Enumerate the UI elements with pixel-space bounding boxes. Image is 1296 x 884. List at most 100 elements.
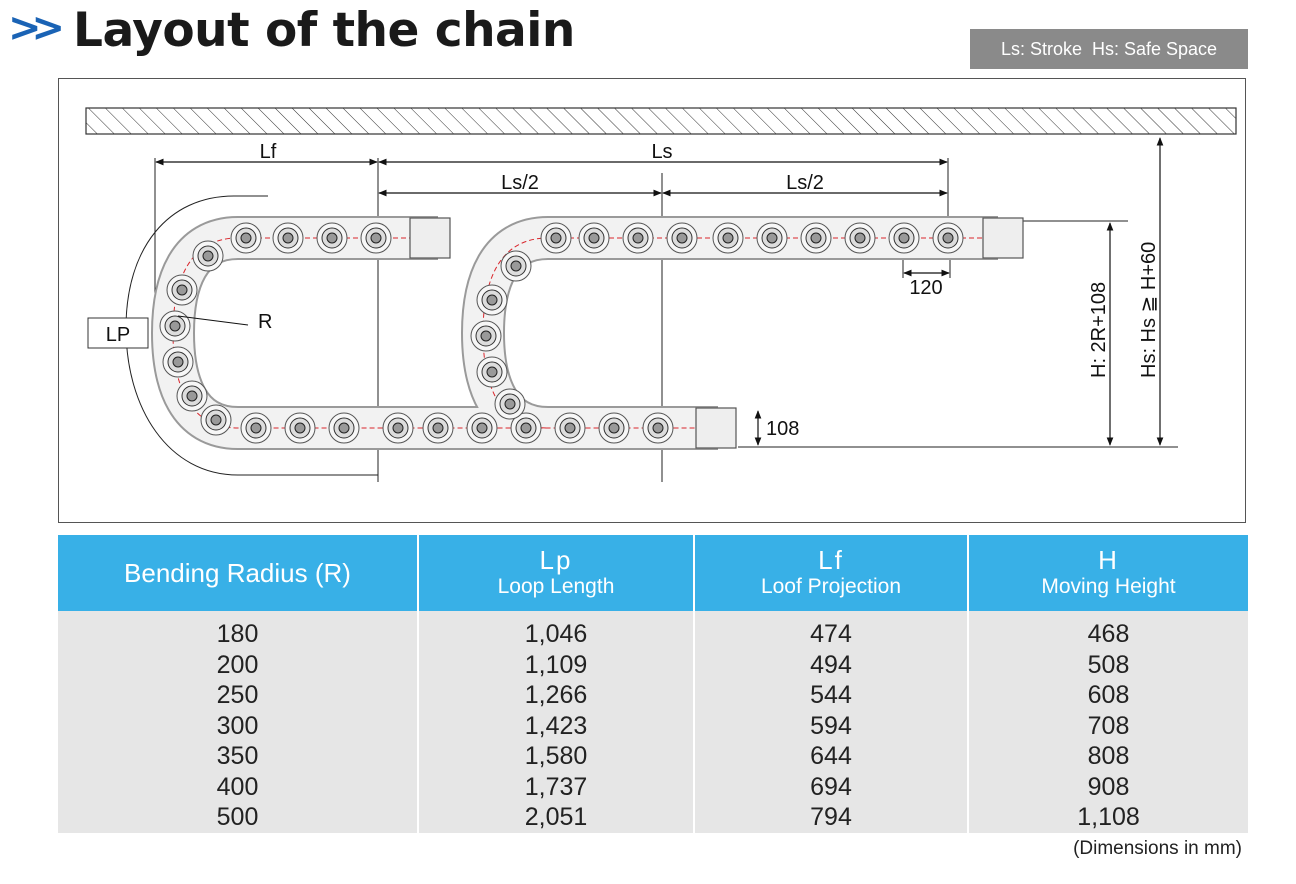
chain-link	[888, 222, 920, 254]
ls-label: Ls	[651, 141, 672, 163]
table-cell: 2,051	[418, 802, 695, 833]
table-cell: 594	[694, 710, 969, 741]
table-cell: 544	[694, 680, 969, 711]
header-lf-name: Loof Projection	[760, 575, 902, 598]
lp-label: LP	[106, 324, 130, 346]
chain-link	[230, 222, 262, 254]
chain-link	[159, 310, 191, 342]
table-cell: 474	[694, 611, 969, 650]
chain-link	[470, 320, 502, 352]
table-cell: 468	[968, 611, 1248, 650]
chain-link	[360, 222, 392, 254]
radius-leader	[177, 315, 249, 326]
chain-bands	[151, 216, 998, 450]
spec-table: Bending Radius (R) Lp Loop Length Lf Loo…	[58, 535, 1248, 833]
chain-link	[316, 222, 348, 254]
table-header-row: Bending Radius (R) Lp Loop Length Lf Loo…	[58, 535, 1248, 611]
chain-link	[756, 222, 788, 254]
table-cell: 494	[694, 649, 969, 680]
ceiling-hatch	[85, 107, 1237, 135]
hs-label: Hs: Hs ≧ H+60	[1138, 242, 1160, 378]
diagram-frame	[58, 78, 1246, 523]
chain-layout-diagram: Lf Ls Ls/2 Ls/2 120 LP R 108 H: 2R+108 H…	[85, 107, 1237, 482]
h-label: H: 2R+108	[1088, 282, 1110, 378]
table-cell: 1,580	[418, 741, 695, 772]
chain-link	[284, 412, 316, 444]
table-cell: 508	[968, 649, 1248, 680]
chain-link	[422, 412, 454, 444]
ls-half-right-label: Ls/2	[786, 172, 824, 194]
page-title: Layout of the chain	[73, 2, 575, 58]
end-brackets	[409, 217, 1024, 449]
table-cell: 1,109	[418, 649, 695, 680]
header-loop-projection: Lf Loof Projection	[694, 535, 969, 611]
table-cell: 250	[58, 680, 419, 711]
ls-half-left-label: Ls/2	[501, 172, 539, 194]
chain-link	[382, 412, 414, 444]
table-cell: 708	[968, 710, 1248, 741]
chain-link	[844, 222, 876, 254]
legend-box: Ls: Stroke Hs: Safe Space	[970, 29, 1248, 69]
chain-link	[240, 412, 272, 444]
table-cell: 808	[968, 741, 1248, 772]
link-height-label: 108	[766, 418, 799, 440]
chain-link	[272, 222, 304, 254]
chain-link	[192, 240, 224, 272]
table-cell: 644	[694, 741, 969, 772]
lf-label: Lf	[260, 141, 277, 163]
chain-link	[932, 222, 964, 254]
header-lp-symbol: Lp	[539, 545, 573, 575]
r-label: R	[258, 311, 272, 333]
dimension-arrows	[155, 137, 1164, 446]
header-bending-radius: Bending Radius (R)	[58, 535, 419, 611]
chain-centre-lines	[172, 237, 998, 429]
table-cell: 300	[58, 710, 419, 741]
chain-link	[598, 412, 630, 444]
chain-link	[176, 380, 208, 412]
table-cell: 1,046	[418, 611, 695, 650]
table-cell: 500	[58, 802, 419, 833]
table-cell: 794	[694, 802, 969, 833]
table-cell: 1,737	[418, 771, 695, 802]
header-loop-length: Lp Loop Length	[418, 535, 695, 611]
chain-link	[200, 404, 232, 436]
table-cell: 400	[58, 771, 419, 802]
double-chevron-icon: >>	[8, 5, 65, 51]
chain-link	[166, 274, 198, 306]
lp-label-box	[87, 317, 149, 349]
chain-link	[162, 346, 194, 378]
chain-link	[666, 222, 698, 254]
header-h-symbol: H	[1098, 545, 1119, 575]
table-cell: 1,423	[418, 710, 695, 741]
pitch-label: 120	[909, 277, 942, 299]
chain-link	[540, 222, 572, 254]
chain-link	[510, 412, 542, 444]
chain-link	[642, 412, 674, 444]
chain-links	[159, 222, 964, 444]
chain-link	[476, 356, 508, 388]
table-cell: 180	[58, 611, 419, 650]
chain-link	[466, 412, 498, 444]
table-cell: 608	[968, 680, 1248, 711]
table-cell: 200	[58, 649, 419, 680]
chain-link	[800, 222, 832, 254]
chain-link	[500, 250, 532, 282]
chain-link	[622, 222, 654, 254]
header-moving-height: H Moving Height	[968, 535, 1248, 611]
table-cell: 350	[58, 741, 419, 772]
chain-link	[494, 388, 526, 420]
chain-link	[476, 284, 508, 316]
header-h-name: Moving Height	[1041, 575, 1176, 598]
chain-link	[554, 412, 586, 444]
table-cell: 908	[968, 771, 1248, 802]
table-cell: 694	[694, 771, 969, 802]
page-heading: >> Layout of the chain	[8, 0, 575, 60]
table-cell: 1,266	[418, 680, 695, 711]
